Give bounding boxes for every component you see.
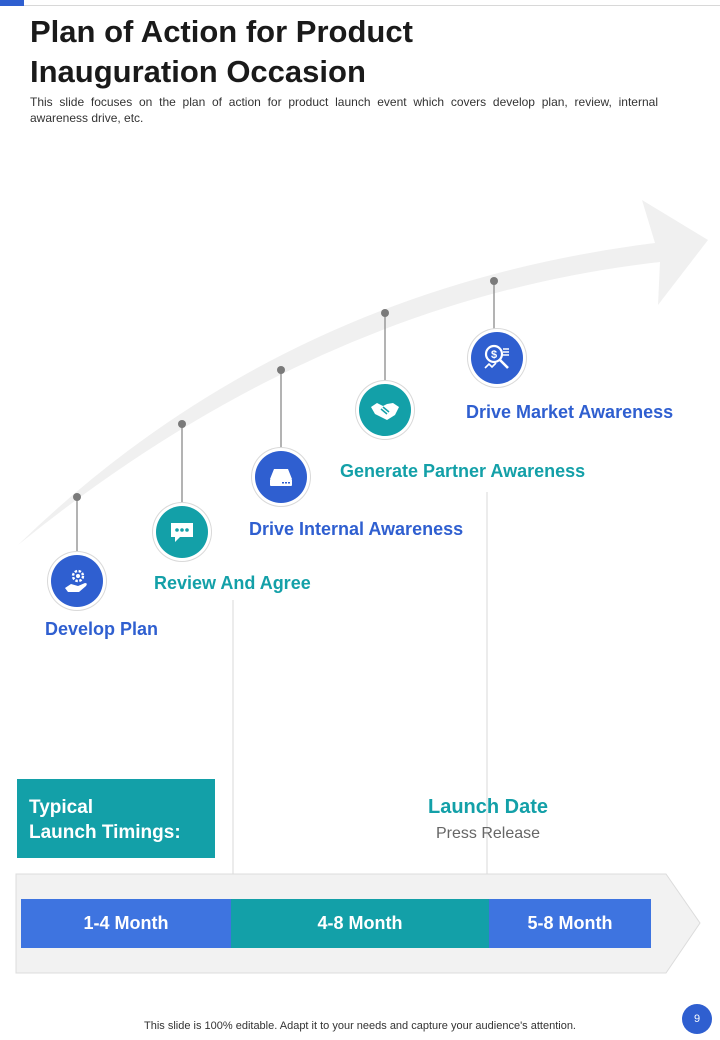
step-2-icon-circle [156, 506, 208, 558]
footer-note: This slide is 100% editable. Adapt it to… [144, 1020, 576, 1032]
title-line-2: Inauguration Occasion [30, 54, 366, 89]
gear-hand-icon [65, 569, 87, 592]
pin-dot-4 [381, 309, 389, 317]
top-divider [24, 5, 720, 6]
step-1-icon-circle [51, 555, 103, 607]
typical-line-2: Launch Timings: [29, 822, 181, 843]
dollar-search-icon: $ [484, 344, 509, 369]
step-3-label: Drive Internal Awareness [249, 519, 464, 539]
step-pins [73, 277, 498, 553]
page-subtitle: This slide focuses on the plan of action… [30, 95, 658, 125]
typical-launch-timings-box: Typical Launch Timings: [17, 779, 215, 858]
launch-date-title: Launch Date [427, 796, 549, 818]
timeline-segment-2: 4-8 Month [231, 899, 489, 948]
title-line-1: Plan of Action for Product [30, 14, 413, 49]
page-number-badge: 9 [682, 1004, 712, 1034]
growth-arrow [18, 200, 708, 545]
step-2-label: Review And Agree [154, 573, 311, 593]
svg-text:$: $ [491, 349, 497, 361]
step-4-label: Generate Partner Awareness [340, 461, 586, 481]
top-accent-bar [0, 0, 720, 6]
step-1-label: Develop Plan [45, 619, 159, 639]
chat-bubble-icon [171, 523, 193, 542]
pin-dot-2 [178, 420, 186, 428]
step-5-icon-circle: $ [471, 332, 523, 384]
accent-block [0, 0, 24, 6]
typical-line-1: Typical [29, 797, 94, 818]
step-3-icon-circle [255, 451, 307, 503]
pin-dot-5 [490, 277, 498, 285]
handshake-icon [371, 403, 399, 420]
pin-dot-3 [277, 366, 285, 374]
timeline-segment-1: 1-4 Month [21, 899, 231, 948]
step-5-label: Drive Market Awareness [466, 402, 674, 422]
drive-icon [270, 469, 292, 486]
timeline-segment-3: 5-8 Month [489, 899, 651, 948]
pin-dot-1 [73, 493, 81, 501]
step-4-icon-circle [359, 384, 411, 436]
launch-date-subtitle: Press Release [435, 825, 541, 842]
page-title: Plan of Action for Product Inauguration … [30, 12, 670, 92]
